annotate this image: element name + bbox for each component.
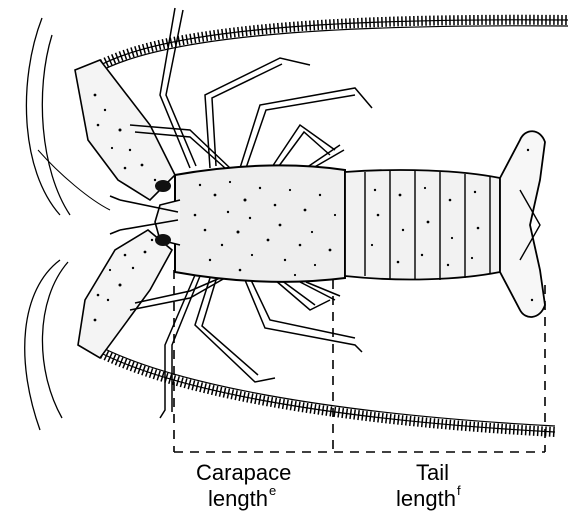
tail bbox=[345, 131, 545, 317]
tail-length-label: Tail lengthf bbox=[396, 462, 460, 513]
carapace-label-superscript: e bbox=[269, 483, 276, 498]
legs-lower bbox=[130, 275, 362, 418]
carapace-label-line1: Carapace bbox=[196, 462, 291, 484]
carapace-length-label: Carapace lengthe bbox=[196, 462, 291, 513]
tail-label-line1: Tail bbox=[416, 462, 460, 484]
tail-label-superscript: f bbox=[457, 483, 461, 498]
carapace-label-line2: length bbox=[208, 486, 268, 511]
tail-label-line2: length bbox=[396, 486, 456, 511]
